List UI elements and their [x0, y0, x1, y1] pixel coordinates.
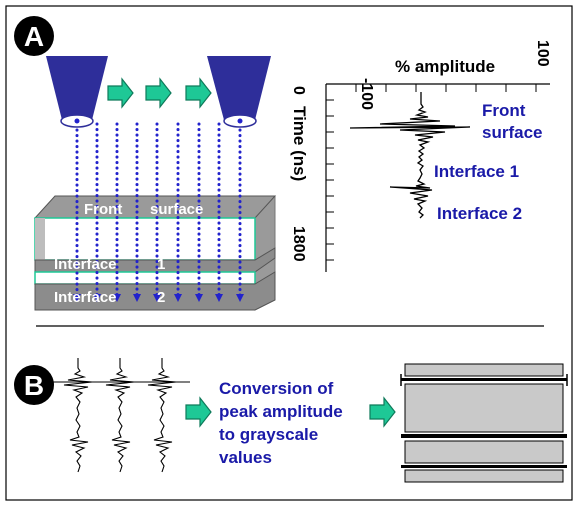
transducer-right-body: [207, 56, 271, 120]
amplitude-ticks: [355, 84, 537, 92]
conversion-line-4: values: [219, 448, 272, 467]
interface1-label-num: 1: [157, 256, 165, 273]
conversion-arrow-out: [369, 396, 396, 428]
gray-band-layer2: [404, 440, 564, 464]
time-axis-label: Time (ns): [290, 106, 309, 181]
badge-a: A: [14, 16, 54, 56]
beam-lines: [73, 122, 244, 302]
conversion-line-1: Conversion of: [219, 379, 334, 398]
front-label-word1: Front: [84, 201, 122, 218]
amp-tick-min: -100: [358, 78, 375, 110]
wave-interface2-label: Interface 2: [437, 204, 522, 223]
conversion-line-2: peak amplitude: [219, 402, 343, 421]
ascan-trace-2: [105, 358, 135, 473]
transducer-left-body: [46, 56, 108, 120]
interface2-label-word: Interface: [54, 289, 117, 306]
interface2-label-num: 2: [157, 289, 165, 306]
sample-slab: [33, 195, 277, 311]
conversion-line-3: to grayscale: [219, 425, 318, 444]
interface1-label-word: Interface: [54, 256, 117, 273]
transducer-right: [207, 56, 271, 128]
ascan-trace-3: [147, 358, 177, 473]
wave-interface1-label: Interface 1: [434, 162, 519, 181]
gray-band-top: [404, 363, 564, 377]
layer2-face: [34, 271, 256, 285]
grayscale-image: [400, 363, 568, 483]
badge-a-letter: A: [24, 21, 44, 52]
conversion-arrow-in: [185, 396, 212, 428]
black-line-interface1: [401, 434, 567, 438]
wave-front-label-line1: Front: [482, 101, 526, 120]
badge-b-letter: B: [24, 370, 44, 401]
layer1-edge: [35, 218, 45, 260]
gray-band-bottom: [404, 469, 564, 483]
figure-frame: [5, 5, 573, 501]
ascan-stack: [52, 358, 190, 473]
waveform-plot: -100 100 % amplitude 0 Time (ns) 1800: [290, 40, 551, 272]
scan-arrow-1: [107, 77, 134, 109]
black-line-interface2: [401, 465, 567, 468]
black-line-front: [401, 378, 567, 381]
amplitude-axis-label: % amplitude: [395, 57, 495, 76]
time-ticks: [326, 99, 334, 261]
amp-tick-max: 100: [534, 40, 551, 67]
scan-arrow-2: [145, 77, 172, 109]
wave-front-label-line2: surface: [482, 123, 542, 142]
time-tick-end: 1800: [290, 226, 307, 262]
scan-arrow-3: [185, 77, 212, 109]
time-tick-start: 0: [290, 86, 307, 95]
transducer-left: [46, 56, 108, 128]
ascan-trace: [349, 92, 471, 219]
gray-band-layer1: [404, 383, 564, 433]
ascan-trace-1: [63, 358, 93, 473]
layer1-face: [34, 217, 256, 261]
badge-b: B: [14, 365, 54, 405]
front-label-word2: surface: [150, 201, 203, 218]
